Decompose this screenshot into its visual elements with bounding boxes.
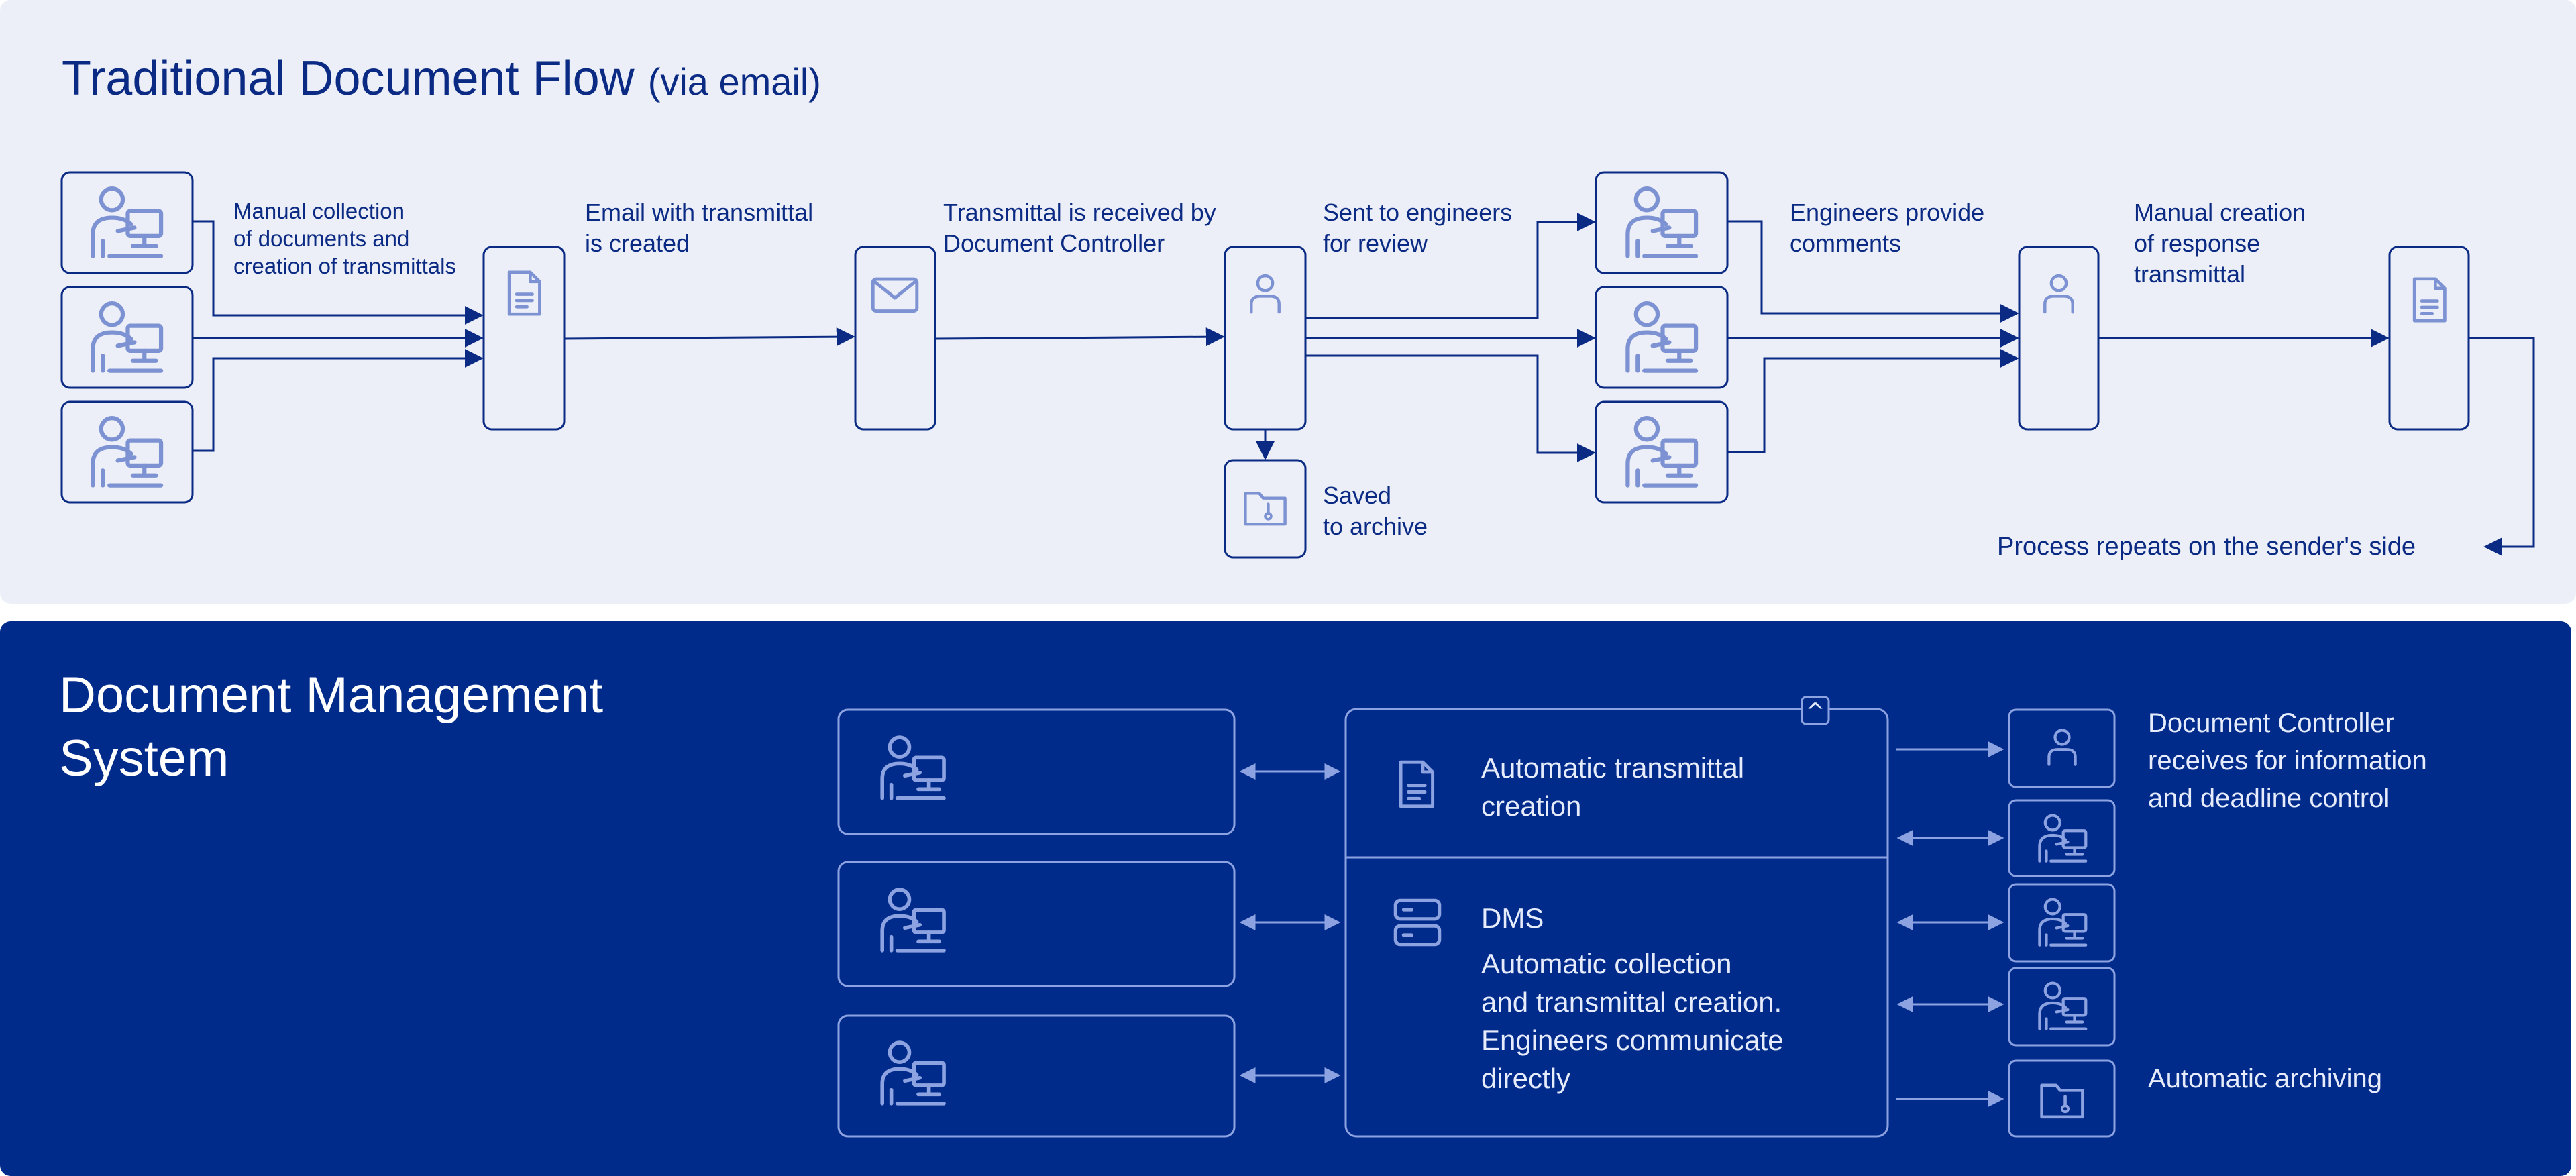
engineer-icon bbox=[2039, 816, 2086, 861]
response-controller-box bbox=[2018, 246, 2100, 431]
label-sent-review: Sent to engineers for review bbox=[1323, 199, 1513, 257]
engineer-icon bbox=[1627, 189, 1696, 256]
response-document-box bbox=[2388, 246, 2470, 431]
document-controller-box bbox=[1224, 246, 1307, 431]
engineer-icon bbox=[882, 890, 944, 951]
engineer-icon bbox=[882, 737, 944, 798]
title-main: Traditional Document Flow bbox=[62, 52, 635, 105]
engineer-icon bbox=[93, 303, 161, 370]
dms-archive-box bbox=[2008, 1059, 2116, 1138]
label-manual-collection: Manual collection of documents and creat… bbox=[233, 199, 456, 278]
label-received: Transmittal is received by Document Cont… bbox=[943, 199, 1216, 257]
email-box bbox=[854, 246, 936, 431]
connector bbox=[1727, 220, 2019, 323]
label-auto-archiving: Automatic archiving bbox=[2148, 1064, 2383, 1093]
archive-box bbox=[1224, 459, 1307, 559]
document-icon bbox=[2414, 279, 2445, 321]
dms-reviewer-3-box bbox=[2008, 967, 2116, 1047]
label-saved: Saved to archive bbox=[1323, 482, 1428, 540]
connector bbox=[1305, 354, 1596, 462]
label-email-created: Email with transmittal is created bbox=[585, 199, 814, 257]
connector bbox=[934, 327, 1225, 347]
engineer-icon bbox=[882, 1043, 944, 1104]
traditional-flow-panel bbox=[0, 0, 2576, 604]
label-engineers-comments: Engineers provide comments bbox=[1790, 199, 1985, 257]
person-icon bbox=[2049, 731, 2075, 765]
dms-engineer-3-box bbox=[837, 1014, 1236, 1138]
envelope-icon bbox=[873, 279, 917, 311]
person-icon bbox=[1251, 276, 1279, 312]
dms-controller-box bbox=[2008, 708, 2116, 788]
label-auto-transmittal: Automatic transmittal creation bbox=[1481, 752, 1745, 822]
server-icon bbox=[1395, 900, 1439, 944]
label-process-repeats: Process repeats on the sender's side bbox=[1997, 533, 2416, 561]
engineer-icon bbox=[93, 189, 161, 256]
engineer-icon bbox=[2039, 900, 2086, 945]
document-icon bbox=[1401, 762, 1433, 806]
collapse-button[interactable] bbox=[1801, 696, 1830, 725]
archive-folder-icon bbox=[2042, 1085, 2083, 1117]
dms-panel bbox=[0, 621, 2571, 1176]
connector bbox=[1727, 349, 2019, 453]
dms-reviewer-1-box bbox=[2008, 799, 2116, 877]
engineer-icon bbox=[2039, 983, 2086, 1029]
dms-engineer-2-box bbox=[837, 861, 1236, 987]
chevron-up-icon[interactable]: ^ bbox=[1805, 698, 1825, 725]
reviewer-engineer-1-box bbox=[1595, 171, 1729, 274]
dms-section-title: Document Management System bbox=[59, 667, 604, 787]
sender-engineer-3-box bbox=[60, 400, 194, 504]
connector bbox=[1305, 213, 1596, 319]
page-title: Traditional Document Flow (via email) bbox=[62, 51, 821, 106]
label-dms-description: Automatic collection and transmittal cre… bbox=[1481, 948, 1784, 1094]
label-dms: DMS bbox=[1481, 902, 1544, 934]
dms-reviewer-2-box bbox=[2008, 883, 2116, 963]
transmittal-box bbox=[482, 246, 566, 431]
sender-engineer-1-box bbox=[60, 171, 194, 274]
dms-engineer-1-box bbox=[837, 708, 1236, 835]
connector bbox=[193, 349, 484, 452]
engineer-icon bbox=[1627, 303, 1696, 370]
dms-system-box bbox=[1344, 708, 1889, 1138]
connector bbox=[564, 327, 855, 347]
label-controller-info: Document Controller receives for informa… bbox=[2148, 708, 2427, 813]
connector bbox=[193, 220, 484, 325]
engineer-icon bbox=[1627, 418, 1696, 485]
engineer-icon bbox=[93, 418, 161, 485]
connector bbox=[2469, 337, 2535, 556]
label-manual-response: Manual creation of response transmittal bbox=[2134, 199, 2306, 288]
person-icon bbox=[2045, 276, 2072, 312]
document-icon bbox=[509, 272, 539, 314]
title-suffix: (via email) bbox=[647, 60, 821, 103]
archive-folder-icon bbox=[1245, 493, 1285, 524]
